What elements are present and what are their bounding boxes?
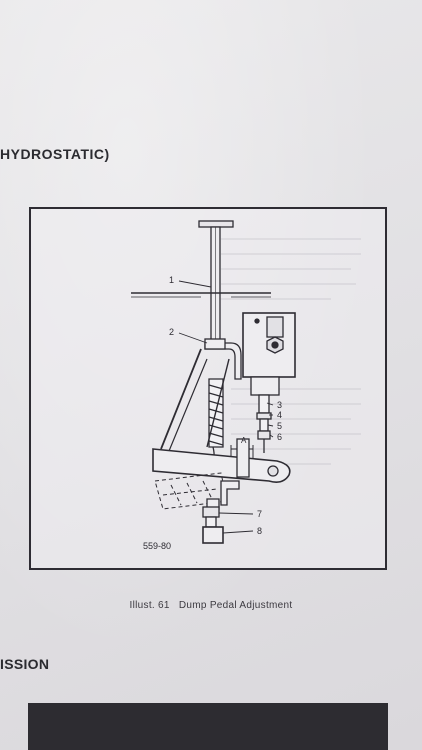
- callout-4: 4: [277, 410, 282, 420]
- callout-3: 3: [277, 400, 282, 410]
- illustration-frame: 1 2 3 4 5 6 A 7 8 559-80: [29, 207, 387, 570]
- callout-2: 2: [169, 327, 174, 337]
- caption-prefix: Illust. 61: [129, 600, 170, 611]
- dark-photo-block: [28, 703, 388, 750]
- callout-5: 5: [277, 421, 282, 431]
- valve-body: [242, 312, 296, 396]
- section-heading-fragment: ISSION: [0, 656, 50, 672]
- callout-8: 8: [257, 526, 262, 536]
- callout-1: 1: [169, 275, 174, 285]
- caption-title: Dump Pedal Adjustment: [178, 600, 293, 611]
- drawing-number: 559-80: [143, 541, 171, 551]
- pedal-alternate-position: [154, 472, 228, 510]
- stop-bolt: [202, 480, 240, 544]
- dimension-label-a: A: [241, 436, 247, 445]
- pedal-pad: [198, 220, 234, 228]
- callout-6: 6: [277, 432, 282, 442]
- figure-caption: Illust. 61 Dump Pedal Adjustment: [0, 600, 422, 611]
- pedal-lever: [152, 448, 291, 483]
- callout-7: 7: [257, 509, 262, 519]
- section-header-fragment: HYDROSTATIC): [0, 146, 110, 162]
- dump-pedal-diagram: 1 2 3 4 5 6 A 7 8 559-80: [131, 220, 361, 551]
